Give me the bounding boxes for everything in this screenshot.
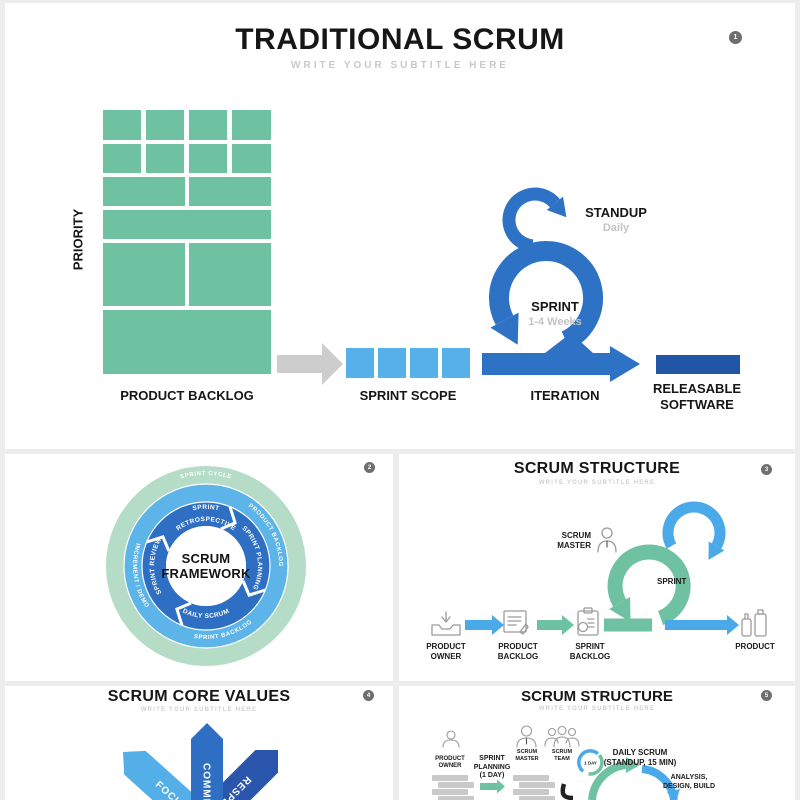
sprint-cycle-label: SPRINT CYCLE xyxy=(180,471,232,481)
structure-flow-diagram: SPRINT xyxy=(431,501,767,637)
iteration-label: ITERATION xyxy=(530,388,600,403)
slide-number-badge: 5 xyxy=(761,690,772,701)
product-owner-label: PRODUCT OWNER xyxy=(435,756,465,769)
sprint-label: SPRINT xyxy=(657,577,686,586)
gray-arrow-icon xyxy=(277,343,343,385)
page-title: TRADITIONAL SCRUM xyxy=(235,23,565,56)
sprint-planning-arrow xyxy=(480,779,505,794)
bottles-icon xyxy=(741,609,767,637)
page-subtitle: WRITE YOUR SUBTITLE HERE xyxy=(538,706,656,712)
slide-number-badge: 2 xyxy=(364,462,375,473)
sprint-sublabel: 1-4 Weeks xyxy=(528,316,582,328)
scrum-team-label: SCRUM TEAM xyxy=(551,749,573,762)
product-label: PRODUCT xyxy=(735,642,775,651)
daily-scrum-label: DAILY SCRUM (STANDUP, 15 MIN) xyxy=(603,748,677,767)
product-backlog-grid xyxy=(103,110,271,374)
segment-separators xyxy=(146,506,266,626)
scrum-flow-diagram xyxy=(103,110,740,385)
papers-stack-icon xyxy=(432,775,474,800)
daily-loop-green-arrowhead xyxy=(626,757,640,773)
standup-label: STANDUP xyxy=(585,205,647,220)
document-icon xyxy=(503,610,529,635)
slide-number-badge: 4 xyxy=(363,690,374,701)
daily-loop-green-arc xyxy=(588,761,627,800)
page-subtitle: WRITE YOUR SUBTITLE HERE xyxy=(140,707,258,713)
bracket-icon xyxy=(560,783,574,800)
daily-loop-blue-arrowhead xyxy=(667,789,680,800)
sprint-loop-icon xyxy=(607,544,691,626)
sprint-planning-label: SPRINT PLANNING (1 DAY) xyxy=(473,755,511,779)
page-title: SCRUM CORE VALUES xyxy=(107,688,291,705)
structure-timeline-diagram: 1 DAY xyxy=(432,725,680,800)
center-title-line1: SCRUM xyxy=(182,551,231,566)
releasable-software-bar xyxy=(656,355,740,374)
sprint-scope-squares xyxy=(346,348,470,378)
inbox-icon xyxy=(431,611,461,636)
slide-scrum-core-values[interactable]: SCRUM CORE VALUES WRITE YOUR SUBTITLE HE… xyxy=(5,686,393,800)
standup-loop-arrowhead xyxy=(546,196,567,218)
slide-scrum-structure-2[interactable]: SCRUM STRUCTURE WRITE YOUR SUBTITLE HERE… xyxy=(399,686,795,800)
sprint-loop-arrowhead xyxy=(490,312,519,345)
core-values-fan: FOCUS RESPECT COMMITMENT xyxy=(111,723,298,800)
product-owner-person-icon xyxy=(442,730,460,748)
inner-blue-ring xyxy=(142,502,270,630)
scrum-master-label: SCRUM MASTER xyxy=(515,749,539,762)
sprint-retrospective-label-1: SPRINT xyxy=(192,504,220,512)
scrum-master-person-icon xyxy=(516,725,537,748)
standup-sublabel: Daily xyxy=(602,222,630,234)
svg-text:SPRINT CYCLE: SPRINT CYCLE xyxy=(180,471,233,481)
sprint-backlog-label: SPRINT BACKLOG xyxy=(569,642,611,661)
center-title-line2: FRAMEWORK xyxy=(161,566,251,581)
slide-number-badge: 3 xyxy=(761,464,772,475)
product-owner-label: PRODUCT OWNER xyxy=(426,642,466,661)
product-backlog-label: PRODUCT BACKLOG xyxy=(497,642,539,661)
analysis-design-build-label: ANALYSIS, DESIGN, BUILD xyxy=(662,774,716,790)
person-icon xyxy=(597,527,617,553)
sprint-label: SPRINT xyxy=(531,299,579,314)
slide-traditional-scrum[interactable]: TRADITIONAL SCRUM WRITE YOUR SUBTITLE HE… xyxy=(5,3,795,449)
outer-green-ring xyxy=(106,466,306,666)
sprint-loop-arrowhead xyxy=(609,597,631,622)
product-backlog-label: PRODUCT BACKLOG xyxy=(120,388,254,403)
page-subtitle: WRITE YOUR SUBTITLE HERE xyxy=(291,60,509,71)
flow-line-green xyxy=(604,618,652,632)
page-title: SCRUM STRUCTURE xyxy=(513,460,681,477)
sprint-loop-icon xyxy=(488,240,604,350)
iteration-arrow-icon xyxy=(482,346,640,382)
wheel-center xyxy=(166,526,246,606)
priority-axis-label: PRIORITY xyxy=(70,208,86,271)
papers-stack-icon-2 xyxy=(513,775,555,800)
clipboard-icon xyxy=(577,607,599,636)
middle-blue-ring xyxy=(124,484,288,648)
page-title: SCRUM STRUCTURE xyxy=(521,688,673,705)
svg-text:SPRINT: SPRINT xyxy=(192,504,220,512)
flow-arrow-1 xyxy=(465,615,504,635)
page-subtitle: WRITE YOUR SUBTITLE HERE xyxy=(538,480,656,486)
sprint-scope-label: SPRINT SCOPE xyxy=(359,388,457,403)
one-day-label: 1 DAY xyxy=(584,761,597,766)
slide-number-badge: 1 xyxy=(729,31,742,44)
flow-arrow-3 xyxy=(665,615,739,635)
standup-loop-icon xyxy=(502,187,560,253)
standup-arc-icon xyxy=(662,501,726,549)
slide-scrum-framework[interactable]: 2 xyxy=(5,454,393,681)
standup-arc-arrowhead xyxy=(708,541,725,560)
flow-arrow-2 xyxy=(537,615,574,635)
commitment-label: COMMITMENT xyxy=(201,763,212,800)
focus-arrow: FOCUS xyxy=(123,750,298,800)
slide-scrum-structure-1[interactable]: SCRUM STRUCTURE WRITE YOUR SUBTITLE HERE… xyxy=(399,454,795,681)
scrum-team-people-icon xyxy=(544,725,580,748)
commitment-arrow: COMMITMENT xyxy=(191,723,223,800)
releasable-software-label: RELEASABLE SOFTWARE xyxy=(652,381,742,412)
one-day-loop-icon xyxy=(577,749,600,773)
framework-wheel-diagram: SPRINT CYCLE PRODUCT BACKLOG SPRINT BACK… xyxy=(106,466,306,666)
scrum-master-label: SCRUM MASTER xyxy=(557,531,591,550)
